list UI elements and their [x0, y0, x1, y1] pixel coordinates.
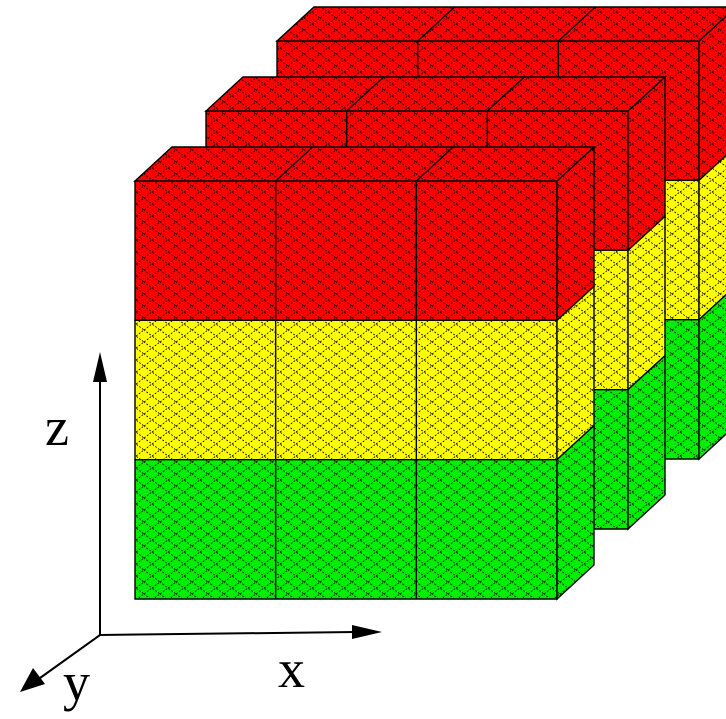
x-axis-line	[99, 631, 356, 636]
back-slab-side-bottom-layer-hatch	[699, 294, 726, 459]
back-slab-top-column-divider	[557, 6, 596, 42]
back-slab-top-face-hatch	[277, 7, 726, 41]
middle-slab-top-column-divider	[486, 76, 525, 112]
front-slab-side-top-layer-hatch	[557, 147, 594, 321]
y-axis-line	[39, 634, 101, 679]
middle-slab-side-top-layer-hatch	[628, 77, 665, 251]
z-axis-arrow-icon	[93, 352, 107, 382]
front-slab-side-middle-layer-hatch	[557, 286, 594, 460]
front-slab-front-top-layer-hatch	[135, 181, 557, 321]
axes: z x y	[20, 352, 382, 712]
middle-slab-top-column-divider	[346, 76, 385, 112]
middle-slab-side-bottom-layer-hatch	[628, 355, 665, 529]
front-slab-front-middle-layer-hatch	[135, 320, 557, 460]
y-axis-label: y	[63, 652, 90, 712]
front-slab-top-face-hatch	[135, 147, 594, 181]
slab-group	[133, 6, 726, 601]
middle-slab-top-face-hatch	[206, 77, 665, 111]
middle-slab-side-middle-layer-hatch	[628, 216, 665, 390]
front-slab-top-column-divider	[415, 146, 454, 182]
back-slab-side-top-layer-hatch	[699, 16, 726, 181]
x-axis-label: x	[278, 639, 305, 699]
back-slab-top-column-divider	[417, 6, 456, 42]
front-slab-top-column-divider	[275, 146, 314, 182]
x-axis-arrow-icon	[352, 625, 382, 639]
front-slab-side-bottom-layer-hatch	[557, 425, 594, 599]
back-slab-side-middle-layer-hatch	[699, 155, 726, 320]
front-slab-front-bottom-layer-hatch	[135, 459, 557, 599]
y-axis-arrow-icon	[20, 668, 45, 692]
front-slab	[133, 145, 596, 601]
z-axis-label: z	[45, 397, 69, 457]
